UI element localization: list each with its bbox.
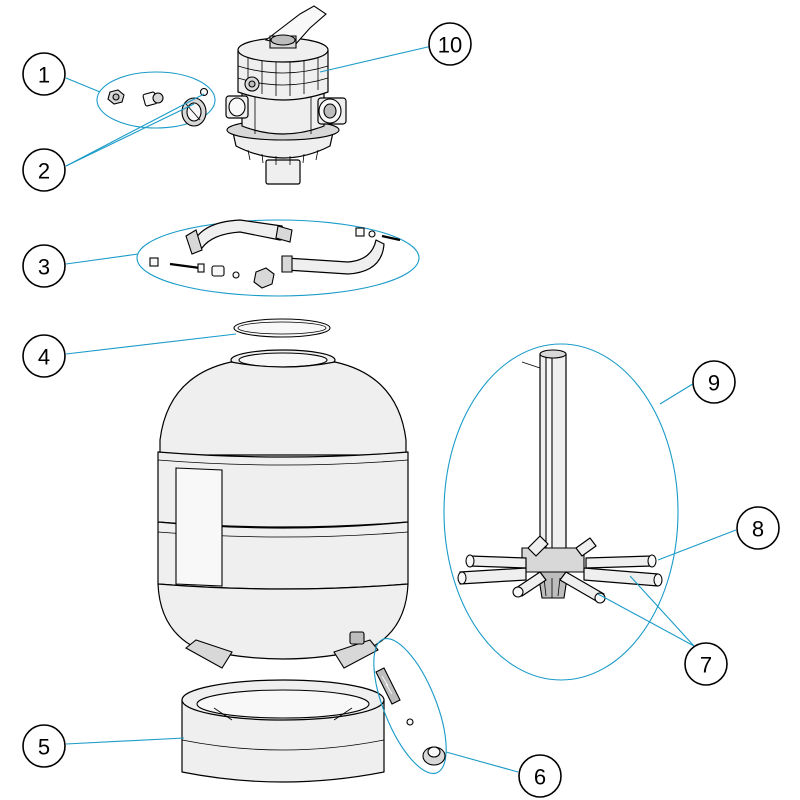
callout-8-label: 8 <box>752 517 764 542</box>
callout-4-label: 4 <box>38 345 50 370</box>
group-ellipse-clamp <box>136 219 420 297</box>
leader-2b <box>65 93 205 167</box>
leader-7a <box>629 575 695 647</box>
o-ring <box>233 318 331 338</box>
clamp-group <box>149 219 401 289</box>
callout-6-label: 6 <box>534 765 546 790</box>
callout-10-label: 10 <box>438 33 462 58</box>
leader-2a <box>65 103 195 167</box>
callout-5: 5 <box>22 724 66 768</box>
leader-8 <box>657 529 737 561</box>
group-ellipse-laterals <box>443 343 679 681</box>
callout-3: 3 <box>22 244 66 288</box>
callout-6: 6 <box>518 754 562 798</box>
callout-5-label: 5 <box>38 735 50 760</box>
callout-2-label: 2 <box>38 159 50 184</box>
fittings-group <box>107 87 209 127</box>
callout-10: 10 <box>428 22 472 66</box>
leader-9 <box>659 381 697 405</box>
leader-4 <box>65 333 237 355</box>
leader-10 <box>319 45 433 73</box>
callout-9: 9 <box>692 360 736 404</box>
drain-group <box>375 667 446 766</box>
callout-1-label: 1 <box>38 63 50 88</box>
leader-3 <box>65 253 139 265</box>
callout-4: 4 <box>22 334 66 378</box>
tank-base <box>181 679 385 783</box>
callout-2: 2 <box>22 148 66 192</box>
callout-1: 1 <box>22 52 66 96</box>
group-ellipse-fittings <box>96 71 216 129</box>
leader-1 <box>65 77 101 93</box>
multiport-valve <box>225 5 347 185</box>
callout-3-label: 3 <box>38 255 50 280</box>
leader-7b <box>597 593 695 647</box>
leader-5 <box>65 737 185 745</box>
filter-tank <box>157 349 409 669</box>
leader-6 <box>445 751 519 773</box>
callout-7: 7 <box>684 642 728 686</box>
callout-8: 8 <box>736 506 780 550</box>
callout-7-label: 7 <box>700 653 712 678</box>
lateral-assembly <box>457 349 663 604</box>
group-ellipse-drain <box>373 637 447 775</box>
callout-9-label: 9 <box>708 371 720 396</box>
